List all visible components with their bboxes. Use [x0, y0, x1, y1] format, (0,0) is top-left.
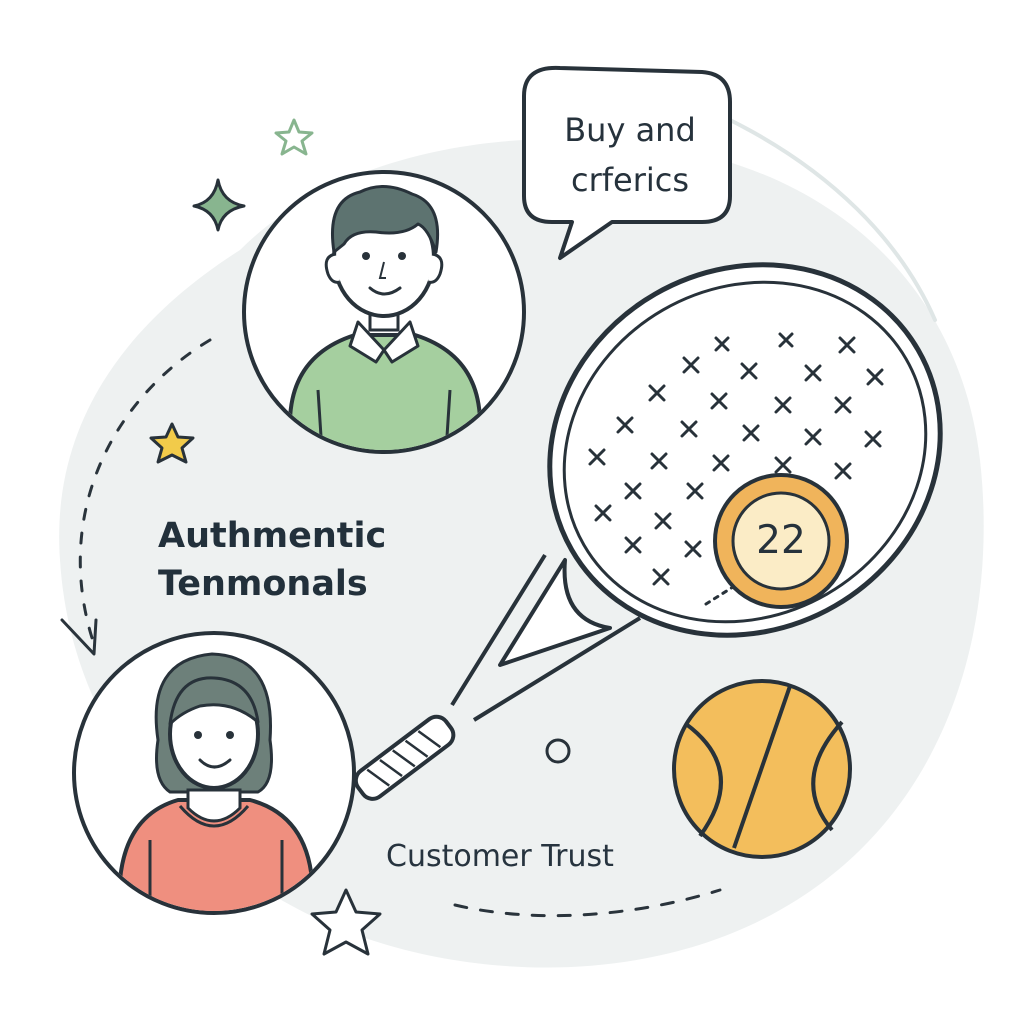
decorative-arc-top-right [728, 118, 937, 322]
badge-number: 22 [756, 518, 806, 563]
small-circle-icon [545, 738, 571, 764]
speech-bubble-line-2: crferics [570, 161, 689, 199]
star-icon-green-small [274, 118, 314, 156]
avatar-woman [72, 631, 356, 915]
dashed-arc-left [78, 338, 212, 652]
headline-line-1: Authmentic [158, 516, 387, 556]
dashed-line-bottom [453, 888, 722, 918]
tennis-ball-icon [672, 679, 852, 859]
speech-bubble [522, 65, 732, 260]
speech-bubble-line-1: Buy and [564, 111, 696, 149]
star-icon-outline [310, 888, 382, 956]
sparkle-icon-green [192, 178, 246, 232]
star-icon-yellow [149, 422, 195, 464]
arc-arrowhead [60, 618, 98, 656]
customer-trust-caption: Customer Trust [386, 839, 614, 874]
badge-22 [713, 473, 849, 609]
headline-line-2: Tenmonals [158, 564, 368, 604]
avatar-man [242, 170, 526, 454]
